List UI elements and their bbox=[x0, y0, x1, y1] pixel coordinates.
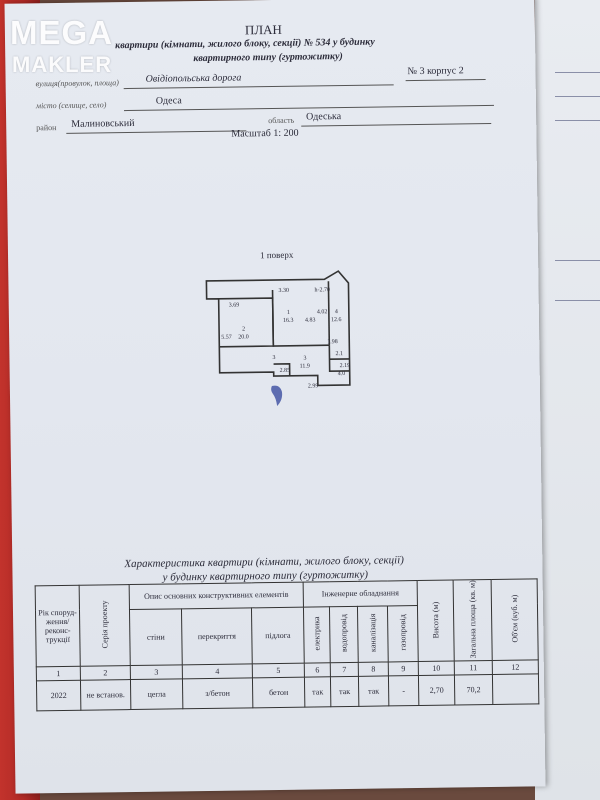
dim-369: 3.69 bbox=[228, 302, 240, 309]
cell-height: 2,70 bbox=[418, 675, 455, 706]
cell-sewer: так bbox=[358, 675, 389, 707]
city-label: місто (селище, село) bbox=[35, 100, 107, 111]
header-height: Висота (м) bbox=[417, 580, 455, 662]
ink-stamp-mark bbox=[271, 385, 283, 406]
dim-557: 5.57 bbox=[221, 334, 232, 341]
watermark-makler: MAKLER bbox=[12, 52, 113, 77]
room-5-area: 2.1 bbox=[335, 351, 343, 358]
cell-floor: бетон bbox=[252, 677, 305, 708]
cell-ceilings: з/бетон bbox=[182, 677, 253, 709]
dim-3: 3 bbox=[272, 354, 276, 362]
dim-483: 4.83 bbox=[304, 317, 316, 324]
header-elec: електрика bbox=[303, 606, 331, 664]
header-floor: підлога bbox=[251, 607, 305, 664]
room-3-area: 11.9 bbox=[299, 363, 310, 370]
header-ceilings: перекриття bbox=[181, 607, 253, 665]
plan-document: ПЛАН квартири (кімнати, жилого блоку, се… bbox=[4, 0, 546, 794]
adjacent-page bbox=[535, 0, 600, 800]
header-year: Рік споруд-ження/ реконс-трукції bbox=[35, 585, 81, 667]
header-water: водопровід bbox=[329, 606, 359, 663]
room-2-number: 2 bbox=[242, 326, 246, 333]
room-4-number: 4 bbox=[334, 309, 338, 316]
room-6-area: 4.0 bbox=[337, 371, 346, 378]
floor-plan bbox=[205, 270, 351, 387]
dim-299: 2.99 bbox=[307, 383, 319, 390]
region-value: Одеська bbox=[306, 111, 342, 123]
room-1-area: 16.3 bbox=[282, 317, 294, 324]
cell-area: 70,2 bbox=[454, 674, 493, 706]
table-row: 2022 не встанов. цегла з/бетон бетон так… bbox=[36, 673, 539, 711]
dim-330: 3.30 bbox=[278, 287, 290, 294]
house-number: № 3 корпус 2 bbox=[407, 65, 464, 78]
watermark-mega: MEGA bbox=[10, 14, 113, 51]
cell-gas: - bbox=[388, 675, 419, 706]
street-value: Овідіопольська дорога bbox=[145, 72, 242, 85]
characteristics-table: Рік споруд-ження/ реконс-трукції Серія п… bbox=[35, 578, 540, 711]
dim-402: 4.02 bbox=[316, 309, 328, 316]
room-1-number: 1 bbox=[286, 309, 290, 316]
cell-year: 2022 bbox=[36, 680, 81, 711]
cell-walls: цегла bbox=[130, 678, 183, 710]
room-3-number: 3 bbox=[303, 355, 307, 362]
region-label: область bbox=[268, 115, 295, 126]
dim-198: 1.98 bbox=[327, 339, 338, 346]
document-title: ПЛАН bbox=[244, 21, 282, 38]
dim-219: 2.19 bbox=[339, 362, 351, 370]
title-line-1: квартири (кімнати, жилого блоку, секції)… bbox=[115, 36, 375, 52]
header-sewer: каналізація bbox=[357, 605, 389, 663]
scale-text: Масштаб 1: 200 bbox=[231, 127, 299, 140]
dim-height: h-2.70 bbox=[314, 287, 331, 294]
table-title-line-1: Характеристика квартири (кімнати, жилого… bbox=[124, 554, 404, 571]
header-engineering: Інженерне обладнання bbox=[303, 580, 418, 608]
header-volume: Об'єм (куб. м) bbox=[491, 578, 539, 661]
room-2-area: 20.0 bbox=[238, 334, 249, 341]
mega-makler-watermark: MEGA MAKLER bbox=[10, 14, 120, 84]
header-area: Загальна площа (кв. м) bbox=[453, 579, 493, 662]
cell-series: не встанов. bbox=[80, 679, 131, 711]
header-series: Серія проекту bbox=[79, 584, 131, 667]
cell-water: так bbox=[330, 676, 359, 707]
header-gas: газопровід bbox=[387, 605, 419, 662]
floor-label: 1 поверх bbox=[259, 249, 294, 261]
cell-elec: так bbox=[304, 676, 331, 708]
city-value: Одеса bbox=[155, 95, 182, 107]
title-line-2: квартирного типу (гуртожитку) bbox=[193, 51, 343, 65]
room-4-area: 12.6 bbox=[330, 317, 342, 324]
cell-volume bbox=[492, 673, 539, 705]
header-walls: стіни bbox=[129, 608, 183, 666]
district-label: район bbox=[36, 123, 57, 133]
dim-285: 2.85 bbox=[279, 367, 291, 374]
district-value: Малиновський bbox=[71, 117, 135, 130]
header-structure: Опис основних конструктивних елементів bbox=[129, 582, 304, 610]
